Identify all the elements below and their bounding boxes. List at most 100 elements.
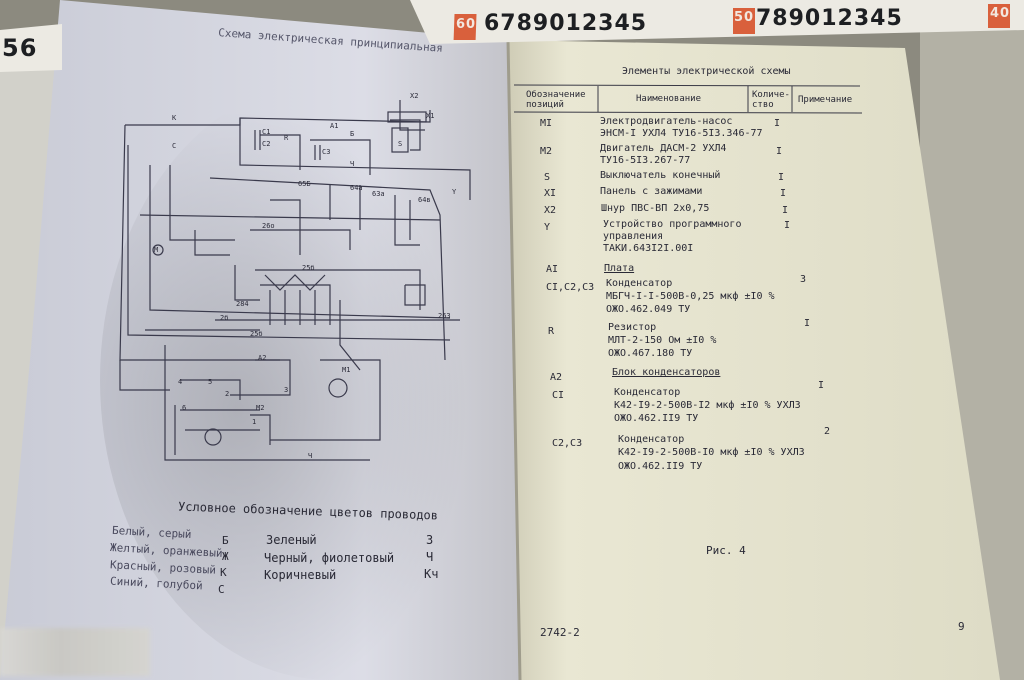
row-pos-s: S: [544, 172, 551, 183]
schem-label-250: 25б: [302, 264, 315, 272]
schem-label-26: 2б: [220, 314, 229, 322]
row-qty-c1: I: [818, 380, 825, 391]
row-name-c1-c: ОЖО.462.II9 ТУ: [614, 413, 699, 424]
schem-label-m1: M1: [342, 366, 351, 374]
row-name-r-c: ОЖО.467.180 ТУ: [608, 348, 693, 359]
legend-right-name-2: Черный, фиолетовый: [264, 551, 395, 565]
header-quantity: Количе- ство: [752, 90, 790, 110]
figure-caption: Рис. 4: [706, 544, 746, 557]
schem-label-k: К: [172, 114, 177, 122]
row-name-c-c: ОЖО.462.049 ТУ: [606, 304, 691, 315]
elements-title: Элементы электрической схемы: [622, 66, 791, 77]
schem-label-256: 25б: [250, 330, 263, 338]
row-pos-m1: MI: [540, 118, 553, 129]
header-position: Обозначение позиций: [526, 90, 586, 110]
schem-label-65b: 65Б: [298, 180, 311, 188]
row-pos-a1: AI: [546, 264, 559, 275]
schem-label-260: 26о: [262, 222, 275, 230]
row-pos-c1c2c3: CI,C2,C3: [546, 282, 595, 293]
row-name-c2c3-c: ОЖО.462.II9 ТУ: [618, 461, 703, 472]
schem-label-6: 6: [182, 404, 187, 412]
schem-label-c: С: [172, 142, 177, 150]
ruler-top-digits-b: 789012345: [756, 6, 903, 31]
row-name-y-c: ТАКИ.643I2I.00I: [603, 243, 694, 254]
schem-label-ch2: Ч: [308, 452, 313, 460]
row-name-a2: Блок конденсаторов: [612, 367, 721, 378]
row-pos-a2: A2: [550, 372, 563, 383]
row-pos-c2c3: C2,C3: [552, 438, 583, 449]
legend-left-code-4: С: [218, 583, 225, 596]
schem-label-x1: X1: [426, 112, 435, 120]
row-qty-c: 3: [800, 274, 807, 285]
schem-label-s: S: [398, 140, 403, 148]
row-name-c2c3-b: К42-I9-2-500В-I0 мкф ±I0 % УХЛ3: [618, 447, 805, 458]
schem-label-263: 263: [438, 312, 451, 320]
ruler-marker-60: [453, 14, 477, 40]
row-name-m2-a: Двигатель ДАСМ-2 УХЛ4: [600, 143, 727, 154]
row-qty-x2: I: [782, 205, 789, 216]
row-pos-x1: XI: [544, 188, 557, 199]
schem-label-3: 3: [284, 386, 289, 394]
row-name-c-b: МБГЧ-I-I-500В-0,25 мкф ±I0 %: [606, 291, 775, 302]
row-name-x2: Шнур ПВС-ВП 2х0,75: [601, 203, 710, 214]
schem-label-c2: C2: [262, 140, 271, 148]
row-name-r-a: Резистор: [608, 322, 657, 333]
row-pos-c1: CI: [552, 390, 565, 401]
legend-right-name-3: Коричневый: [264, 568, 337, 582]
row-name-x1: Панель с зажимами: [600, 186, 703, 197]
schem-label-x2: X2: [410, 92, 419, 100]
legend-left-code-1: Б: [222, 534, 229, 547]
row-name-m1-a: Электродвигатель-насос: [600, 116, 733, 127]
blurred-watermark: [0, 628, 150, 676]
row-name-c-a: Конденсатор: [606, 278, 673, 289]
schem-label-64v: 64в: [418, 196, 431, 204]
schem-label-1: 1: [252, 418, 257, 426]
row-qty-y: I: [784, 220, 791, 231]
row-qty-s: I: [778, 172, 785, 183]
schem-label-m: М: [154, 246, 159, 254]
row-name-m1-b: ЭНСМ-I УХЛ4 ТУ16-5I3.346-77: [600, 128, 763, 139]
row-pos-m2: M2: [540, 146, 553, 157]
row-name-a1: Плата: [604, 263, 635, 274]
document-number: 2742-2: [540, 626, 580, 639]
row-name-s: Выключатель конечный: [600, 170, 721, 181]
wiring-schematic: [119, 100, 471, 461]
row-qty-c2c3: 2: [824, 426, 831, 437]
ruler-marker-40: [988, 4, 1010, 28]
row-qty-m1: I: [774, 118, 781, 129]
row-name-c2c3-a: Конденсатор: [618, 434, 685, 445]
schem-label-y: Y: [452, 188, 457, 196]
page-number: 9: [958, 620, 965, 633]
schem-label-a1: A1: [330, 122, 339, 130]
row-qty-r: I: [804, 318, 811, 329]
row-pos-r: R: [548, 326, 555, 337]
ruler-marker-50-label: 50: [734, 10, 755, 25]
schem-label-r: R: [284, 134, 289, 142]
header-note: Примечание: [798, 95, 853, 105]
legend-left-code-3: К: [220, 566, 227, 579]
row-qty-m2: I: [776, 146, 783, 157]
ruler-top-digits-a: 6789012345: [484, 11, 648, 36]
schem-label-a2: A2: [258, 354, 267, 362]
legend-right-code-1: З: [426, 533, 434, 547]
schem-label-64a: 64а: [350, 184, 363, 192]
schem-label-c3: C3: [322, 148, 331, 156]
ruler-marker-60-label: 60: [456, 17, 477, 32]
header-name: Наименование: [636, 94, 702, 104]
row-name-m2-b: ТУ16-5I3.267-77: [600, 155, 691, 166]
schem-label-c1: C1: [262, 128, 271, 136]
row-name-c1-a: Конденсатор: [614, 387, 681, 398]
row-name-c1-b: К42-I9-2-500В-I2 мкф ±I0 % УХЛ3: [614, 400, 801, 411]
ruler-marker-40-label: 40: [990, 6, 1011, 21]
left-ruler: [0, 24, 62, 72]
top-ruler: [410, 0, 1024, 44]
schem-label-5: 5: [208, 378, 213, 386]
legend-right-name-1: Зеленый: [266, 533, 317, 547]
row-pos-x2: X2: [544, 205, 557, 216]
schem-label-63a: 63а: [372, 190, 385, 198]
row-name-y-a: Устройство программного: [603, 219, 742, 230]
legend-right-code-3: Кч: [424, 567, 439, 581]
row-name-y-b: управления: [603, 231, 664, 242]
schem-label-ch: Ч: [350, 160, 355, 168]
